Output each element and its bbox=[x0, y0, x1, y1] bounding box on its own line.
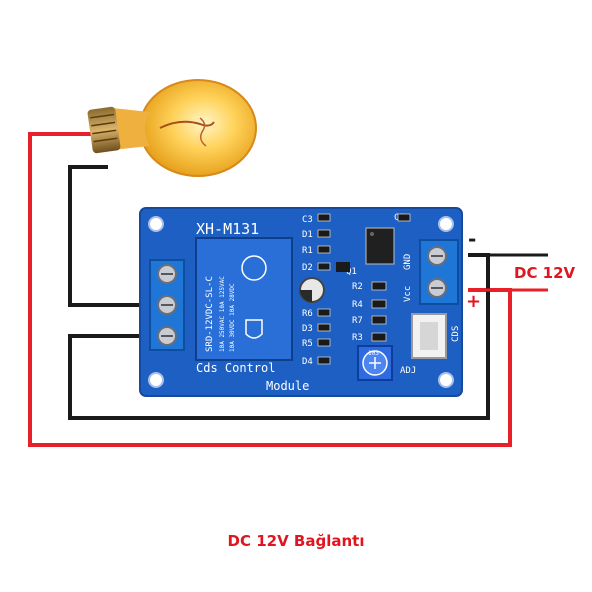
smd-components bbox=[317, 213, 411, 365]
supply-minus-sign: - bbox=[468, 227, 476, 251]
svg-text:R1: R1 bbox=[302, 246, 313, 256]
svg-text:R6: R6 bbox=[302, 309, 313, 319]
light-bulb bbox=[87, 79, 257, 177]
model-label: XH-M131 bbox=[196, 220, 259, 238]
svg-text:10A 250VAC 10A 125VAC: 10A 250VAC 10A 125VAC bbox=[219, 276, 226, 352]
svg-text:D2: D2 bbox=[302, 263, 313, 273]
adj-label: ADJ bbox=[400, 366, 416, 376]
svg-text:D4: D4 bbox=[302, 357, 313, 367]
module-name-line2: Module bbox=[266, 379, 309, 393]
supply-voltage-label: DC 12V bbox=[514, 264, 576, 282]
black-wire-bulb bbox=[68, 165, 165, 307]
vcc-label: Vcc bbox=[403, 286, 413, 302]
svg-text:D3: D3 bbox=[302, 324, 313, 334]
relay-terminal-block bbox=[149, 259, 185, 351]
svg-text:R3: R3 bbox=[352, 333, 363, 343]
svg-text:SRD-12VDC-SL-C: SRD-12VDC-SL-C bbox=[205, 276, 215, 352]
svg-text:R7: R7 bbox=[352, 316, 363, 326]
module-name-line1: Cds Control bbox=[196, 361, 275, 375]
svg-text:Q1: Q1 bbox=[346, 267, 357, 277]
cds-label: CDS bbox=[451, 326, 461, 342]
gnd-label: GND bbox=[403, 254, 413, 270]
relay-module: XH-M131 SRD-12VDC-SL-C 10A 250VAC 10A 12… bbox=[139, 207, 463, 397]
supply-plus-sign: + bbox=[466, 291, 481, 312]
capacitor bbox=[299, 277, 325, 303]
bulb-filament bbox=[159, 120, 215, 129]
component-labels: C3 D1 R1 D2 R6 D3 R5 D4 Q1 C2 R2 R4 R7 R… bbox=[302, 213, 405, 367]
svg-text:C3: C3 bbox=[302, 215, 313, 225]
potentiometer-adj: 103 bbox=[357, 345, 393, 381]
svg-text:R5: R5 bbox=[302, 339, 313, 349]
diagram-caption: DC 12V Bağlantı bbox=[227, 532, 365, 550]
svg-text:10A 30VDC 10A 28VDC: 10A 30VDC 10A 28VDC bbox=[229, 283, 236, 352]
relay-logo bbox=[241, 255, 267, 281]
svg-text:R4: R4 bbox=[352, 300, 363, 310]
transistor-q1 bbox=[336, 262, 350, 272]
svg-text:103: 103 bbox=[368, 350, 379, 357]
relay: SRD-12VDC-SL-C 10A 250VAC 10A 125VAC 10A… bbox=[195, 237, 293, 361]
wires bbox=[28, 132, 548, 447]
cds-connector bbox=[411, 313, 447, 359]
svg-text:D1: D1 bbox=[302, 230, 313, 240]
svg-text:R2: R2 bbox=[352, 282, 363, 292]
power-terminal-block bbox=[419, 239, 459, 305]
ic-chip bbox=[365, 227, 395, 265]
